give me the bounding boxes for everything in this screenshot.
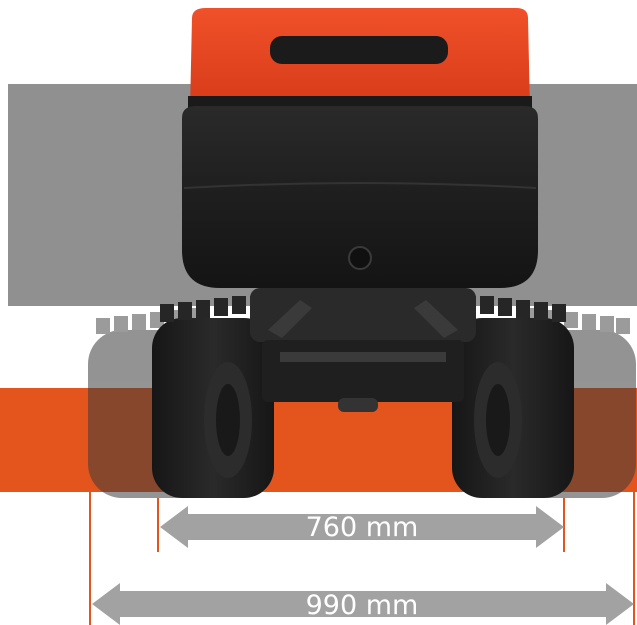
upper-body <box>182 8 538 288</box>
inner-track-gauge-label: 760 mm <box>305 512 419 543</box>
outer-track-width-label: 990 mm <box>305 590 419 621</box>
dimension-arrow-outer <box>92 583 634 625</box>
extension-lines <box>89 492 635 625</box>
undercarriage-frame <box>250 288 476 412</box>
left-track <box>152 296 274 498</box>
dimension-arrow-inner <box>160 506 564 548</box>
right-track <box>452 296 574 498</box>
